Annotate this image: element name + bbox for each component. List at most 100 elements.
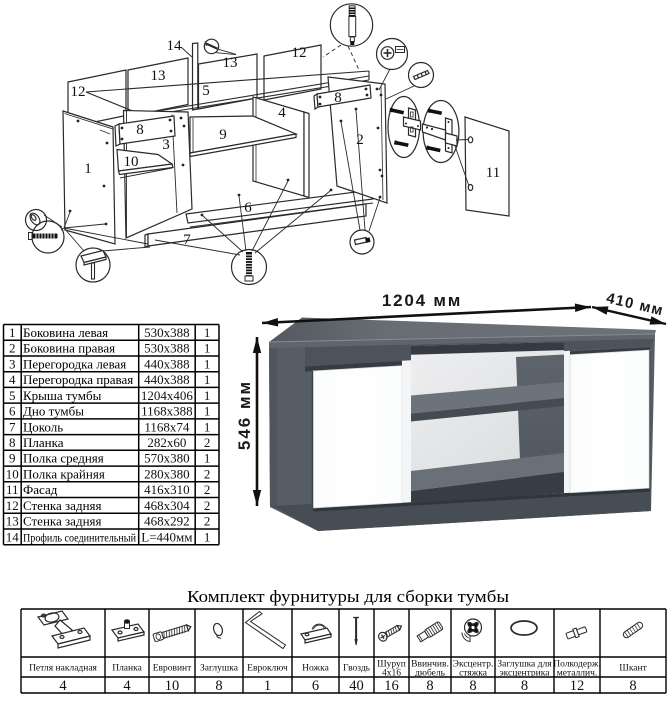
svg-text:13: 13 bbox=[6, 514, 19, 529]
svg-text:416х310: 416х310 bbox=[144, 482, 190, 497]
svg-text:Крыша тумбы: Крыша тумбы bbox=[23, 388, 102, 403]
svg-text:2: 2 bbox=[204, 467, 211, 482]
svg-text:1: 1 bbox=[204, 451, 211, 466]
svg-text:1: 1 bbox=[204, 404, 211, 419]
svg-text:эксцентрика: эксцентрика bbox=[500, 669, 551, 679]
svg-text:Полкодерж.: Полкодерж. bbox=[553, 660, 601, 670]
svg-text:1: 1 bbox=[204, 341, 211, 356]
svg-text:Заглушка: Заглушка bbox=[200, 664, 239, 674]
svg-text:2: 2 bbox=[204, 482, 211, 497]
svg-text:4: 4 bbox=[123, 678, 131, 694]
svg-text:5: 5 bbox=[202, 83, 210, 99]
svg-text:7: 7 bbox=[9, 419, 16, 434]
svg-text:Стенка задняя: Стенка задняя bbox=[23, 498, 102, 513]
svg-text:13: 13 bbox=[151, 68, 166, 84]
svg-text:4: 4 bbox=[278, 105, 286, 121]
svg-text:12: 12 bbox=[6, 498, 19, 513]
svg-text:Дно тумбы: Дно тумбы bbox=[23, 404, 84, 419]
svg-text:2: 2 bbox=[204, 435, 211, 450]
svg-text:Стенка задняя: Стенка задняя bbox=[23, 514, 102, 529]
svg-text:4: 4 bbox=[59, 678, 67, 694]
svg-text:1: 1 bbox=[204, 529, 211, 544]
svg-text:1204х406: 1204х406 bbox=[141, 388, 194, 403]
svg-text:дюбель: дюбель bbox=[415, 668, 446, 679]
svg-text:468х292: 468х292 bbox=[144, 514, 190, 529]
svg-text:7: 7 bbox=[183, 232, 191, 248]
svg-text:Перегородка левая: Перегородка левая bbox=[23, 356, 126, 371]
svg-text:530х388: 530х388 bbox=[144, 341, 190, 356]
svg-text:2: 2 bbox=[204, 498, 211, 513]
svg-text:468х304: 468х304 bbox=[144, 498, 190, 513]
svg-text:16: 16 bbox=[384, 678, 399, 694]
svg-text:4: 4 bbox=[9, 372, 16, 387]
svg-text:570х380: 570х380 bbox=[144, 451, 190, 466]
svg-text:282х60: 282х60 bbox=[147, 435, 186, 450]
svg-text:Евроключ: Евроключ bbox=[247, 664, 288, 674]
svg-text:14: 14 bbox=[167, 38, 183, 54]
svg-text:2: 2 bbox=[9, 341, 16, 356]
svg-text:8: 8 bbox=[136, 122, 144, 138]
svg-text:Ножка: Ножка bbox=[302, 664, 329, 674]
svg-text:1168х388: 1168х388 bbox=[141, 404, 193, 419]
svg-text:Евровинт: Евровинт bbox=[153, 664, 192, 674]
svg-text:Эксцентр.: Эксцентр. bbox=[453, 660, 494, 670]
svg-text:12: 12 bbox=[71, 84, 86, 100]
svg-text:стяжка: стяжка bbox=[459, 669, 488, 679]
svg-text:Полка средняя: Полка средняя bbox=[23, 451, 104, 466]
svg-text:Петля накладная: Петля накладная bbox=[29, 664, 97, 674]
svg-text:8: 8 bbox=[215, 678, 222, 694]
svg-text:8: 8 bbox=[521, 678, 528, 694]
svg-text:Цоколь: Цоколь bbox=[23, 419, 63, 434]
svg-text:1168х74: 1168х74 bbox=[144, 419, 190, 434]
svg-text:10: 10 bbox=[165, 678, 180, 694]
svg-text:8: 8 bbox=[334, 90, 342, 106]
svg-text:8: 8 bbox=[426, 678, 433, 694]
svg-text:9: 9 bbox=[219, 127, 227, 143]
svg-text:13: 13 bbox=[223, 55, 238, 71]
svg-text:280х380: 280х380 bbox=[144, 467, 190, 482]
svg-text:1: 1 bbox=[204, 372, 211, 387]
svg-text:14: 14 bbox=[6, 529, 20, 544]
svg-text:1: 1 bbox=[204, 388, 211, 403]
svg-text:Фасад: Фасад bbox=[23, 482, 58, 497]
svg-text:Перегородка правая: Перегородка правая bbox=[23, 372, 133, 387]
svg-text:Боковина левая: Боковина левая bbox=[23, 325, 108, 340]
svg-text:4х16: 4х16 bbox=[382, 669, 401, 679]
svg-text:1: 1 bbox=[84, 161, 92, 177]
svg-text:Шкант: Шкант bbox=[619, 664, 647, 674]
svg-text:546 мм: 546 мм bbox=[235, 380, 254, 450]
svg-text:Заглушка для: Заглушка для bbox=[497, 660, 552, 670]
svg-text:440х388: 440х388 bbox=[144, 356, 190, 371]
svg-text:1: 1 bbox=[9, 325, 16, 340]
svg-text:Гвоздь: Гвоздь bbox=[343, 664, 371, 674]
svg-text:Планка: Планка bbox=[23, 435, 64, 450]
svg-text:L=440мм: L=440мм bbox=[141, 529, 192, 544]
svg-text:8: 8 bbox=[469, 678, 476, 694]
svg-text:Комплект фурнитуры для сборки: Комплект фурнитуры для сборки тумбы bbox=[187, 587, 509, 606]
svg-text:530х388: 530х388 bbox=[144, 325, 190, 340]
svg-text:2: 2 bbox=[356, 132, 364, 148]
svg-text:1: 1 bbox=[264, 678, 271, 694]
svg-text:6: 6 bbox=[244, 200, 252, 216]
svg-text:1: 1 bbox=[204, 356, 211, 371]
svg-text:Боковина правая: Боковина правая bbox=[23, 341, 115, 356]
svg-text:1: 1 bbox=[204, 325, 211, 340]
svg-text:12: 12 bbox=[570, 678, 585, 694]
svg-text:8: 8 bbox=[9, 435, 16, 450]
svg-text:12: 12 bbox=[292, 45, 307, 61]
svg-text:440х388: 440х388 bbox=[144, 372, 190, 387]
svg-text:2: 2 bbox=[204, 514, 211, 529]
svg-text:6: 6 bbox=[9, 404, 16, 419]
svg-text:3: 3 bbox=[162, 137, 170, 153]
svg-text:9: 9 bbox=[9, 451, 16, 466]
svg-text:40: 40 bbox=[349, 678, 364, 694]
svg-text:1204 мм: 1204 мм bbox=[382, 291, 462, 310]
svg-text:11: 11 bbox=[6, 482, 19, 497]
svg-text:5: 5 bbox=[9, 388, 16, 403]
svg-text:Планка: Планка bbox=[112, 664, 142, 674]
svg-text:Ввинчив.: Ввинчив. bbox=[411, 660, 449, 670]
svg-text:6: 6 bbox=[312, 678, 319, 694]
svg-text:10: 10 bbox=[6, 467, 19, 482]
svg-text:10: 10 bbox=[124, 154, 139, 170]
svg-text:Полка крайняя: Полка крайняя bbox=[23, 467, 105, 482]
